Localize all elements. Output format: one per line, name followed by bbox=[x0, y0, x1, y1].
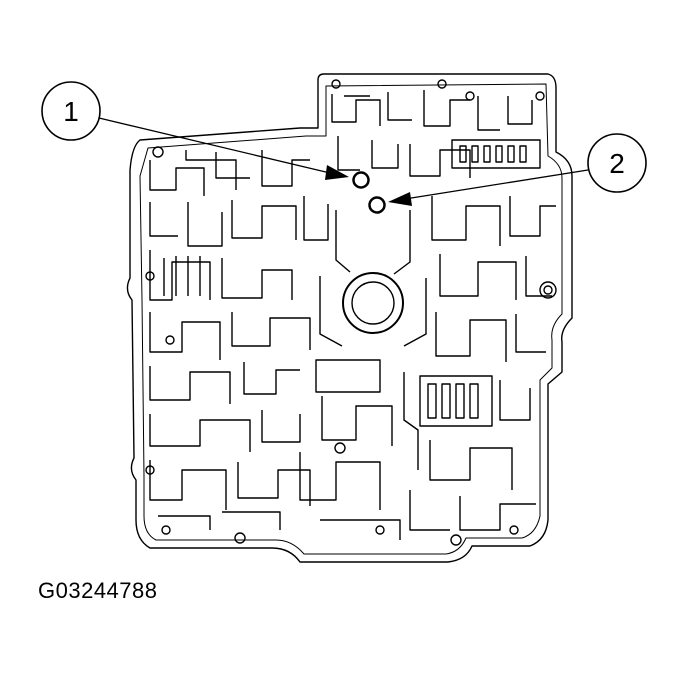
arrowhead-1 bbox=[325, 165, 349, 180]
valve-body-plate bbox=[126, 73, 573, 563]
figure-id-label: G03244788 bbox=[38, 578, 158, 603]
plate-inner-outline bbox=[139, 83, 563, 555]
leader-line-2 bbox=[404, 169, 589, 200]
callout-1: 1 bbox=[41, 81, 349, 180]
check-ball-2 bbox=[368, 196, 386, 214]
plate-outline bbox=[126, 73, 573, 563]
central-bore-inner bbox=[351, 281, 395, 325]
callout-2-label: 2 bbox=[609, 148, 625, 179]
callout-2: 2 bbox=[388, 133, 647, 206]
valve-body-diagram: 1 2 bbox=[41, 73, 647, 563]
left-channels bbox=[145, 146, 329, 544]
right-channels bbox=[419, 91, 557, 546]
callout-1-bubble bbox=[41, 81, 101, 141]
central-bore-outer bbox=[342, 272, 404, 334]
upper-channels bbox=[331, 79, 545, 178]
arrowhead-2 bbox=[388, 192, 412, 206]
callout-1-label: 1 bbox=[63, 96, 79, 127]
leader-line-1 bbox=[98, 117, 331, 174]
check-ball-1 bbox=[352, 171, 370, 189]
callout-2-bubble bbox=[587, 133, 647, 193]
central-channels bbox=[299, 210, 450, 540]
